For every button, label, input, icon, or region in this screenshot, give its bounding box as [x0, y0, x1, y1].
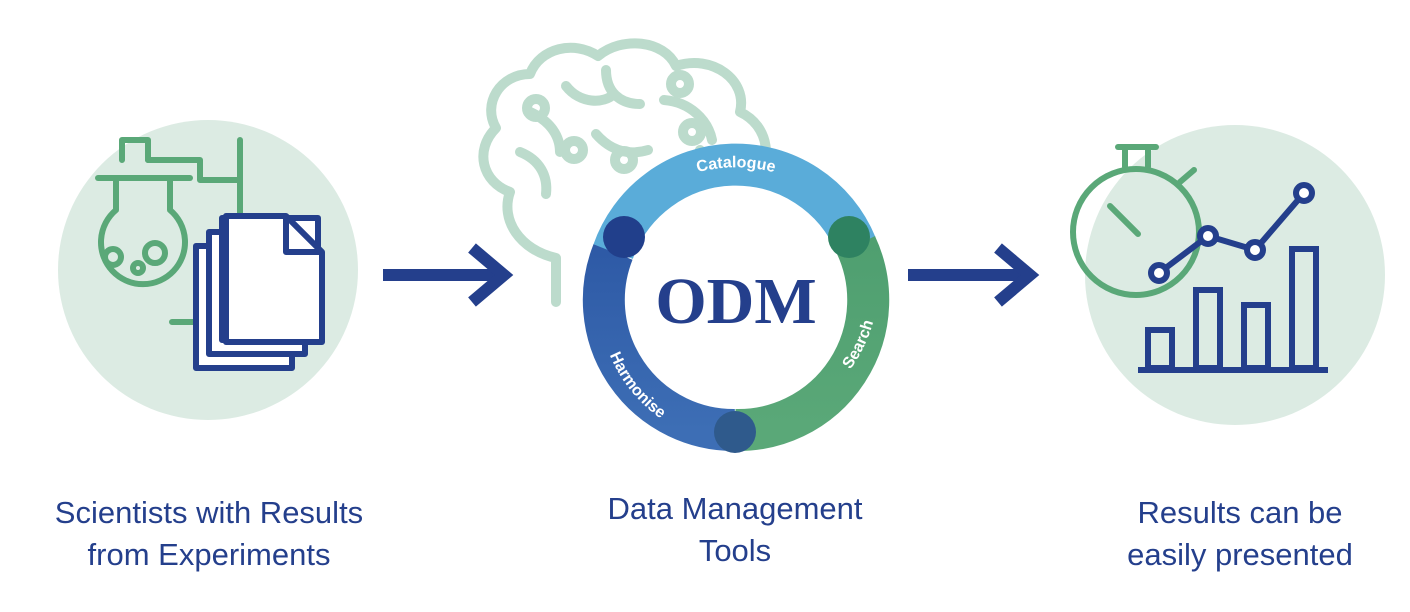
- arrow-right-icon: [908, 243, 1040, 307]
- documents-stack-icon: [193, 213, 325, 371]
- results-step-icon: [1070, 125, 1385, 425]
- odm-ring: Catalogue Search Harmonise ODM: [582, 143, 890, 453]
- step2-caption-line2: Tools: [698, 533, 772, 568]
- ring-joint-dot: [714, 411, 756, 453]
- step1-caption-line2: from Experiments: [87, 537, 331, 572]
- step1-caption: Scientists with Results from Experiments: [14, 492, 404, 576]
- step3-caption-line2: easily presented: [1127, 537, 1353, 572]
- step2-caption-line1: Data Management: [607, 491, 863, 526]
- step3-caption: Results can be easily presented: [1045, 492, 1410, 576]
- bar-chart-icon: [1138, 246, 1328, 373]
- step2-caption: Data Management Tools: [540, 488, 930, 572]
- ring-inner-disc: [605, 170, 865, 430]
- ring-joint-dot: [828, 216, 870, 258]
- ring-segment-catalogue: [593, 143, 876, 260]
- step1-caption-line1: Scientists with Results: [54, 495, 364, 530]
- ring-joint-dot: [603, 216, 645, 258]
- step3-caption-line1: Results can be: [1137, 495, 1343, 530]
- arrow-right-icon: [383, 243, 514, 307]
- odm-center-label: ODM: [655, 265, 816, 338]
- ring-segment-harmonise: [582, 244, 736, 452]
- trend-line-icon: [1148, 182, 1315, 284]
- scientists-step-icon: [58, 120, 358, 420]
- ring-segment-search: [734, 236, 890, 452]
- ring-label-catalogue: Catalogue: [695, 154, 778, 176]
